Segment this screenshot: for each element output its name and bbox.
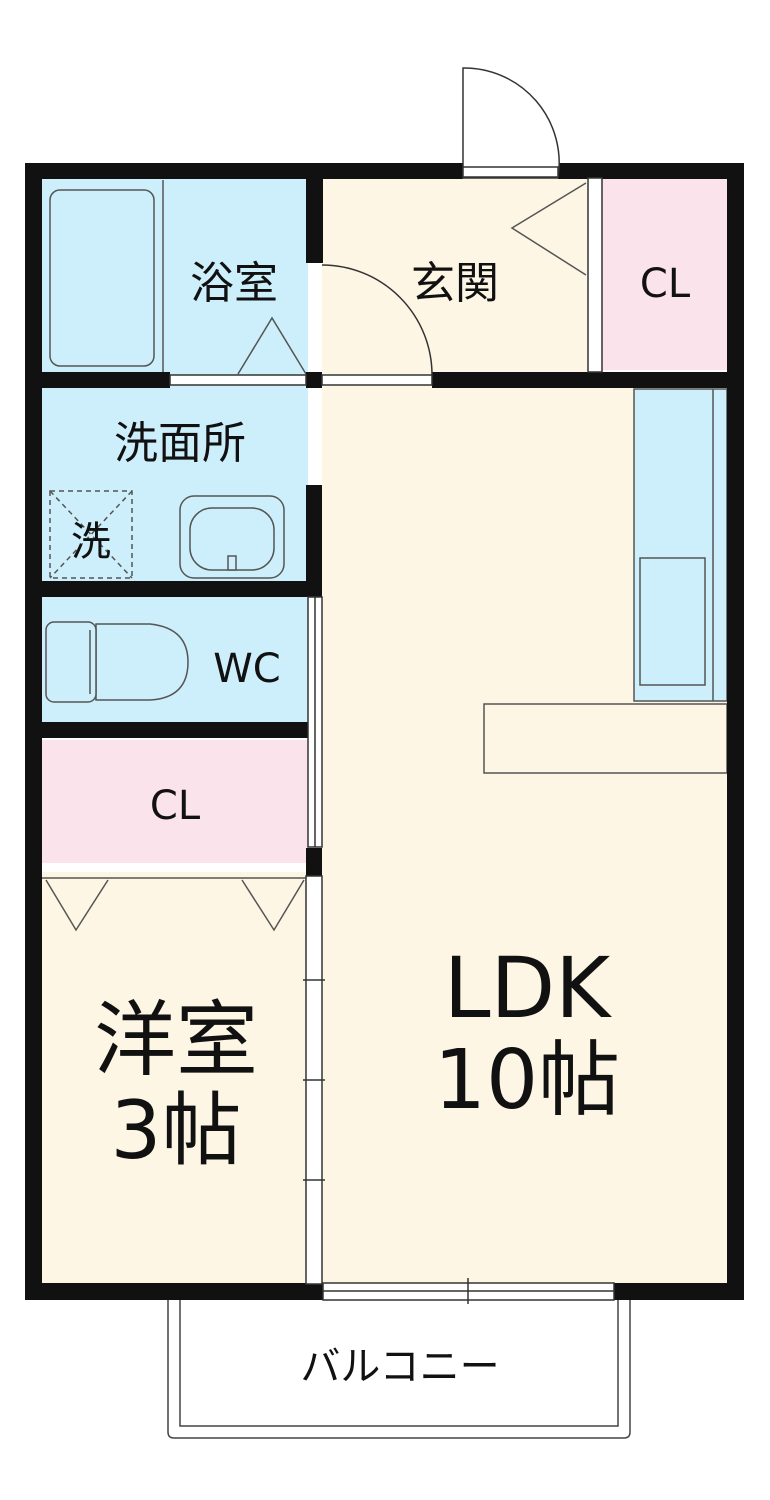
washer-cross-a	[49, 490, 133, 579]
balcony	[167, 1300, 631, 1439]
bathtub	[49, 189, 155, 367]
closet-western-floor	[42, 740, 308, 863]
wall-row-1-b	[306, 372, 322, 388]
entrance-door-threshold	[321, 374, 433, 386]
closet-entrance-label: CL	[640, 261, 691, 307]
doors	[169, 67, 615, 1304]
wall-bottom-right	[614, 1283, 744, 1300]
wall-wc-closet	[25, 722, 322, 738]
washroom-label: 洗面所	[114, 418, 246, 469]
wc-label: WC	[213, 646, 280, 692]
washer-space	[49, 490, 133, 579]
bath-door-mark	[237, 316, 307, 375]
wall-closet-ldk	[306, 848, 322, 876]
washer-label: 洗	[71, 519, 111, 565]
closet-entrance-door	[587, 177, 603, 373]
western-room-size: 3帖	[111, 1084, 242, 1177]
entrance-shoe-box-mark	[510, 182, 587, 276]
wall-top-left	[25, 163, 463, 179]
wash-basin	[179, 495, 285, 579]
wall-wash-ldk	[306, 485, 322, 597]
kitchen-sink	[639, 557, 706, 686]
wall-wash-wc	[25, 581, 322, 597]
kitchen-peninsula	[483, 703, 728, 774]
walls	[25, 163, 744, 1300]
bath-door-threshold	[169, 374, 307, 386]
balcony-label: バルコニー	[300, 1344, 499, 1390]
closet-door-mark-right	[241, 879, 305, 932]
western-room-name: 洋室	[94, 993, 258, 1088]
room-fills	[42, 178, 728, 1297]
balcony-outer-rail	[167, 1300, 631, 1439]
wall-bottom-left	[25, 1283, 323, 1300]
entrance-door-swing	[321, 264, 433, 376]
ldk-name: LDK	[444, 939, 612, 1037]
wall-top-right	[558, 163, 744, 179]
western-room-floor	[42, 872, 310, 1297]
washer-cross-b	[49, 490, 133, 579]
toilet-bowl	[95, 623, 189, 701]
entrance-label: 玄関	[411, 258, 499, 309]
labels: 浴室 玄関 CL 洗面所 洗 WC CL 洋室 3帖 LDK 10帖 バルコニー	[71, 258, 691, 1390]
wall-row-1-a	[25, 372, 170, 388]
front-door-swing	[462, 67, 560, 179]
wall-bath-entrance	[306, 163, 323, 263]
closet-door-mark-left	[45, 879, 109, 932]
balcony-inner-rail	[179, 1300, 619, 1427]
wash-basin-tap	[227, 555, 237, 571]
toilet-tank	[45, 621, 97, 703]
closet-entrance-floor	[602, 178, 727, 370]
closet-western-label: CL	[150, 783, 201, 829]
front-door-threshold	[462, 166, 559, 178]
fixtures	[42, 180, 587, 932]
entrance-floor	[322, 178, 588, 380]
ldk-size: 10帖	[434, 1033, 620, 1128]
wall-right	[727, 163, 744, 1300]
bath-label: 浴室	[190, 258, 278, 309]
wall-row-1-c	[432, 372, 744, 388]
